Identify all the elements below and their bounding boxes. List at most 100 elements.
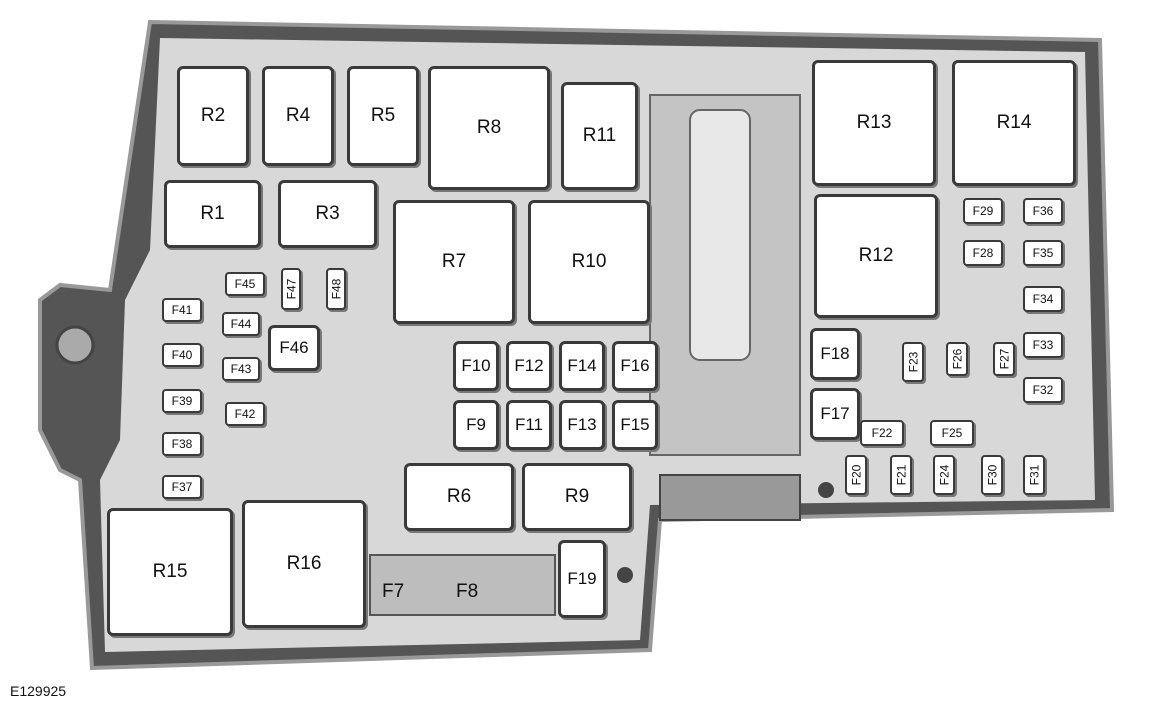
label: F10 — [461, 356, 491, 375]
label: F20 — [849, 464, 863, 486]
fuse-f7: F7 — [382, 581, 405, 602]
fuse-f25: F25 — [930, 420, 974, 446]
fuse-f17: F17 — [810, 388, 860, 440]
relay-r3: R3 — [278, 180, 377, 248]
label: F34 — [1032, 292, 1054, 306]
fuse-f40: F40 — [162, 343, 202, 367]
fuse-f14: F14 — [559, 341, 605, 391]
fuse-f12: F12 — [506, 341, 552, 391]
relay-r16: R16 — [242, 500, 366, 628]
label: F42 — [234, 407, 256, 421]
label: R6 — [446, 486, 472, 507]
relay-r13: R13 — [812, 60, 936, 186]
label: F16 — [620, 356, 650, 375]
label: F24 — [937, 464, 951, 486]
relay-r4: R4 — [262, 66, 334, 166]
fuse-f37: F37 — [162, 475, 202, 499]
label: F18 — [820, 344, 850, 363]
fuse-f32: F32 — [1023, 377, 1063, 403]
label: F41 — [171, 303, 193, 317]
relay-r8: R8 — [428, 66, 550, 190]
fuse-f41: F41 — [162, 298, 202, 322]
fuse-f35: F35 — [1023, 240, 1063, 266]
relay-r1: R1 — [164, 180, 261, 248]
label: F36 — [1032, 204, 1054, 218]
fuse-f33: F33 — [1023, 332, 1063, 358]
fuse-f29: F29 — [963, 198, 1003, 224]
label: R12 — [858, 245, 894, 266]
label: R1 — [200, 203, 225, 224]
label: F32 — [1032, 383, 1054, 397]
fuse-f39: F39 — [162, 389, 202, 413]
label: R11 — [582, 125, 617, 146]
fuse-f42: F42 — [225, 402, 265, 426]
relay-r9: R9 — [522, 463, 632, 531]
fuse-f45: F45 — [225, 272, 265, 296]
fuse-f34: F34 — [1023, 286, 1063, 312]
fuse-f21: F21 — [890, 455, 912, 495]
fuse-f38: F38 — [162, 432, 202, 456]
label: R16 — [286, 553, 322, 574]
fuse-f9: F9 — [453, 400, 499, 450]
label: F30 — [985, 464, 999, 486]
fuse-f19: F19 — [558, 540, 606, 618]
label: F28 — [972, 246, 994, 260]
fuse-f46: F46 — [268, 325, 320, 371]
figure-code: E129925 — [10, 683, 67, 699]
label: F12 — [514, 356, 544, 375]
label: F29 — [972, 204, 994, 218]
label: R8 — [476, 117, 502, 138]
relay-r11: R11 — [561, 82, 638, 190]
fuse-f47: F47 — [281, 268, 301, 310]
label: F23 — [906, 351, 920, 373]
fuse-f22: F22 — [860, 420, 904, 446]
label: F44 — [230, 317, 252, 331]
label: F31 — [1027, 464, 1041, 486]
label: F37 — [171, 480, 193, 494]
fuse-f28: F28 — [963, 240, 1003, 266]
label: R7 — [441, 251, 467, 272]
fuse-f31: F31 — [1023, 455, 1045, 495]
fuse-f10: F10 — [453, 341, 499, 391]
fuse-f24: F24 — [933, 455, 955, 495]
fuse-f30: F30 — [981, 455, 1003, 495]
label: F13 — [567, 415, 597, 434]
label: F22 — [871, 426, 893, 440]
label: R14 — [996, 112, 1032, 133]
relay-r10: R10 — [528, 200, 650, 324]
label: R4 — [285, 105, 311, 126]
label: F26 — [950, 348, 964, 370]
fuse-f43: F43 — [222, 357, 260, 381]
fuse-f8: F8 — [456, 581, 479, 602]
label: R9 — [564, 486, 590, 507]
fuse-f11: F11 — [506, 400, 552, 450]
fuse-f48: F48 — [326, 268, 346, 310]
label: F38 — [171, 437, 193, 451]
label: F27 — [997, 348, 1011, 370]
label: F48 — [329, 278, 343, 300]
relay-r7: R7 — [393, 200, 515, 324]
fuse-f15: F15 — [612, 400, 658, 450]
fuse-f18: F18 — [810, 328, 860, 380]
label: R2 — [200, 105, 226, 126]
fuse-f16: F16 — [612, 341, 658, 391]
fuse-f27: F27 — [993, 342, 1015, 376]
label: F33 — [1032, 338, 1054, 352]
label: R15 — [152, 561, 188, 582]
label: R3 — [315, 203, 340, 224]
fuse-f13: F13 — [559, 400, 605, 450]
label: F9 — [466, 415, 486, 434]
relay-r15: R15 — [107, 508, 233, 636]
label: F45 — [234, 277, 256, 291]
label: F47 — [284, 278, 298, 300]
fuse-f36: F36 — [1023, 198, 1063, 224]
label: R5 — [370, 105, 396, 126]
label: F25 — [941, 426, 963, 440]
label: F15 — [620, 415, 650, 434]
label: R10 — [571, 251, 607, 272]
label: F14 — [567, 356, 597, 375]
relay-r5: R5 — [347, 66, 419, 166]
relay-r6: R6 — [404, 463, 514, 531]
fuse-f44: F44 — [222, 312, 260, 336]
